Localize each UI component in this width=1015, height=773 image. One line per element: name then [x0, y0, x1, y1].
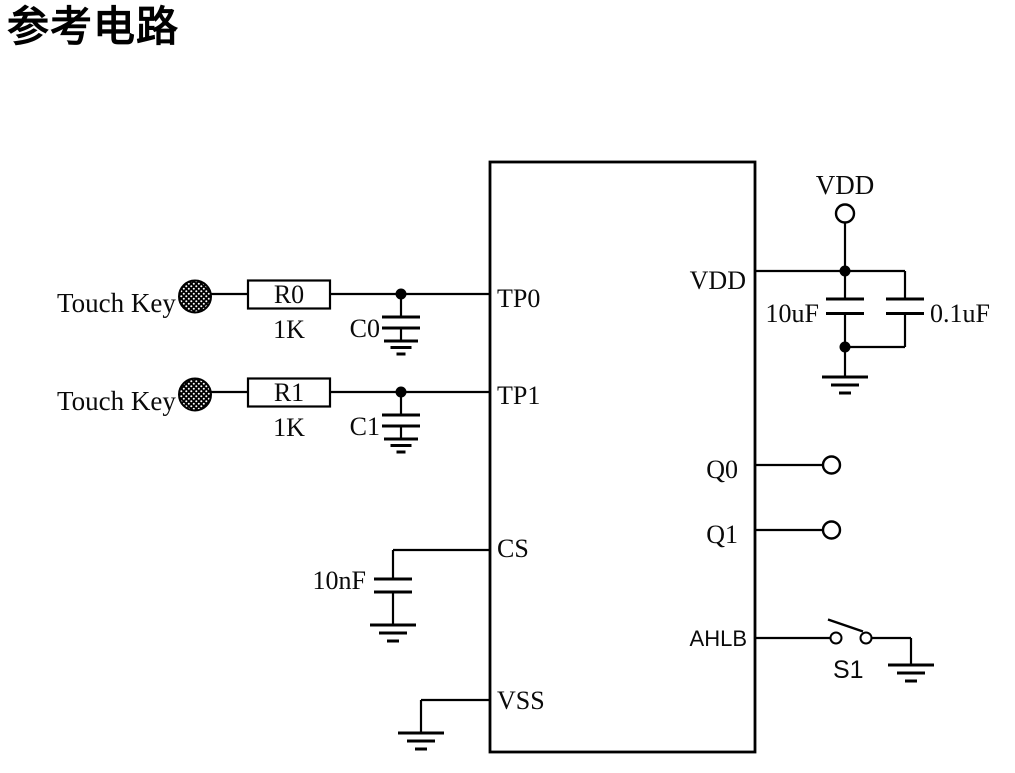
ic-pin-label-tp1: TP1 — [497, 381, 540, 410]
cs-capacitor-value: 10nF — [313, 566, 366, 595]
page-title: 参考电路 — [7, 2, 180, 51]
switch-contact-right-icon — [859, 631, 873, 645]
capacitor-c1-ref: C1 — [350, 412, 380, 441]
output-q0 — [755, 455, 842, 475]
touch-pad-icon — [178, 279, 212, 314]
cs-network: 10nF — [313, 548, 490, 643]
ic-pin-label-vss: VSS — [497, 686, 545, 715]
resistor-r0-value: 1K — [273, 315, 305, 344]
vdd-power-network: VDD 10uF 0.1uF — [755, 170, 990, 395]
resistor-r0-ref: R0 — [274, 280, 304, 309]
switch-lever-icon — [827, 618, 864, 633]
vdd-terminal-icon — [834, 203, 856, 224]
ic-pin-label-vdd: VDD — [690, 266, 746, 295]
ground-icon — [396, 731, 446, 751]
ic-pin-label-cs: CS — [497, 534, 529, 563]
bulk-capacitor-value: 10uF — [766, 299, 819, 328]
output-q1 — [755, 520, 842, 540]
ground-icon — [820, 375, 870, 395]
ic-pin-label-q1: Q1 — [706, 520, 738, 549]
q1-terminal-icon — [821, 520, 842, 540]
ic-pin-label-tp0: TP0 — [497, 284, 540, 313]
touch-input-1: Touch Key R1 1K C1 — [57, 377, 490, 454]
vdd-net-label: VDD — [816, 170, 875, 200]
touch-input-0: Touch Key R0 1K C0 — [57, 279, 490, 356]
ic-pin-label-q0: Q0 — [706, 455, 738, 484]
decoupling-capacitor-value: 0.1uF — [930, 299, 990, 328]
resistor-r1-ref: R1 — [274, 378, 304, 407]
resistor-r1-value: 1K — [273, 413, 305, 442]
ic-block: TP0 TP1 CS VSS VDD Q0 Q1 AHLB — [488, 160, 757, 754]
touch-key-label: Touch Key — [57, 288, 176, 318]
ground-icon — [382, 339, 420, 356]
ground-icon — [382, 437, 420, 454]
q0-terminal-icon — [821, 455, 842, 475]
vss-ground — [396, 698, 490, 751]
ic-outline — [488, 160, 757, 754]
capacitor-c0-ref: C0 — [350, 314, 380, 343]
touch-key-label: Touch Key — [57, 386, 176, 416]
ground-icon — [886, 663, 936, 683]
switch-contact-left-icon — [829, 631, 843, 645]
switch-ref-label: S1 — [833, 656, 864, 684]
ic-pin-label-ahlb: AHLB — [690, 626, 747, 651]
ground-icon — [368, 623, 418, 643]
ahlb-switch-network: S1 — [755, 618, 936, 684]
touch-pad-icon — [178, 377, 212, 412]
